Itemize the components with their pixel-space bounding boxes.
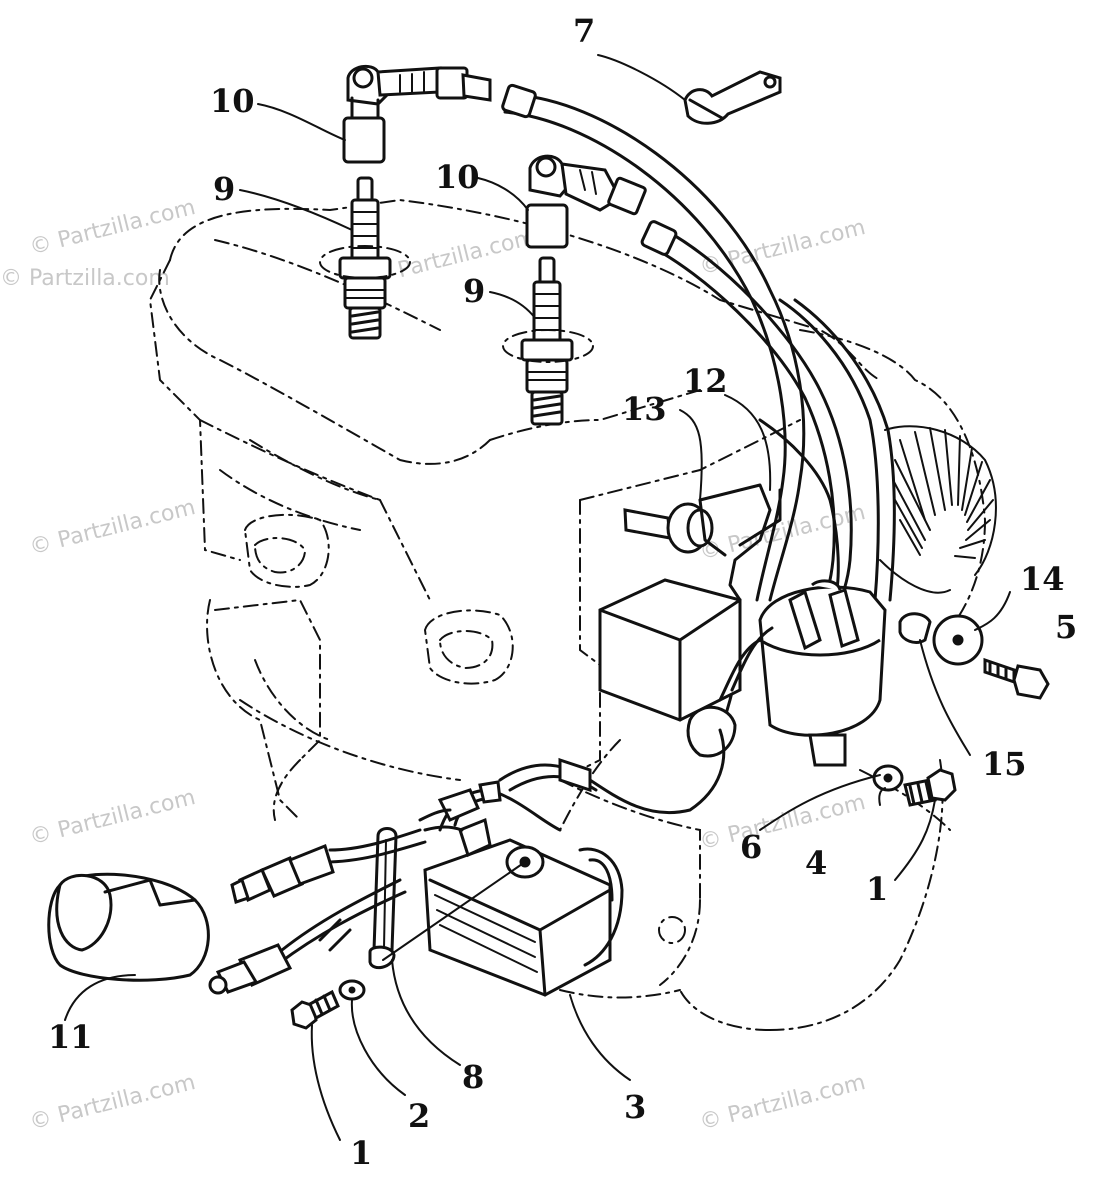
callout-10-right: 10	[435, 158, 480, 196]
bolt-left	[290, 989, 340, 1030]
watermark-text: © Partzilla.com	[367, 225, 538, 290]
wire-clip	[683, 70, 782, 125]
coil-spacer	[898, 612, 932, 644]
watermark-text: © Partzilla.com	[697, 1070, 868, 1135]
leader-lines	[64, 54, 1011, 1141]
washer-small	[338, 979, 366, 1001]
callout-4: 4	[805, 844, 827, 882]
washer-large	[932, 614, 984, 666]
callout-10-left: 10	[210, 82, 255, 120]
callout-5: 5	[1055, 608, 1077, 646]
watermark-text: © Partzilla.com	[697, 790, 868, 855]
bolt-right	[903, 768, 957, 807]
callout-3: 3	[624, 1088, 646, 1126]
coil-bracket	[686, 483, 782, 758]
callout-2: 2	[408, 1097, 430, 1135]
wire-cover-sleeve	[47, 872, 210, 982]
callout-14: 14	[1020, 560, 1065, 598]
callout-11: 11	[48, 1018, 93, 1056]
starter-fan-blades	[892, 427, 994, 559]
callout-9-left: 9	[213, 170, 235, 208]
wire-harness-connectors	[208, 828, 427, 995]
lock-washer	[872, 764, 904, 792]
spark-plug-right	[502, 256, 594, 426]
watermark-text: © Partzilla.com	[0, 266, 170, 291]
watermark-text: © Partzilla.com	[27, 1070, 198, 1135]
watermark-text: © Partzilla.com	[27, 495, 198, 560]
spark-plug-cap-left	[342, 64, 492, 164]
ground-strap	[368, 827, 526, 970]
regulator-module	[418, 728, 726, 997]
callout-9-right: 9	[463, 272, 485, 310]
callout-13: 13	[622, 390, 667, 428]
callout-1-right: 1	[866, 870, 888, 908]
callout-1-left: 1	[350, 1134, 372, 1172]
callout-8: 8	[462, 1058, 484, 1096]
ignition-coil	[598, 578, 887, 767]
watermark-text: © Partzilla.com	[27, 785, 198, 850]
callout-7: 7	[573, 12, 595, 50]
callout-6: 6	[740, 828, 762, 866]
callout-12: 12	[683, 362, 728, 400]
callout-15: 15	[982, 745, 1027, 783]
spark-plug-left	[319, 176, 411, 340]
spark-plug-cap-right	[525, 154, 647, 249]
bolt-coil	[983, 657, 1050, 700]
callout-labels: 7 10 10 9 9 13 12 14 5 15 6 4 1 11 8 3 2…	[48, 12, 1077, 1172]
grommet	[623, 502, 714, 554]
